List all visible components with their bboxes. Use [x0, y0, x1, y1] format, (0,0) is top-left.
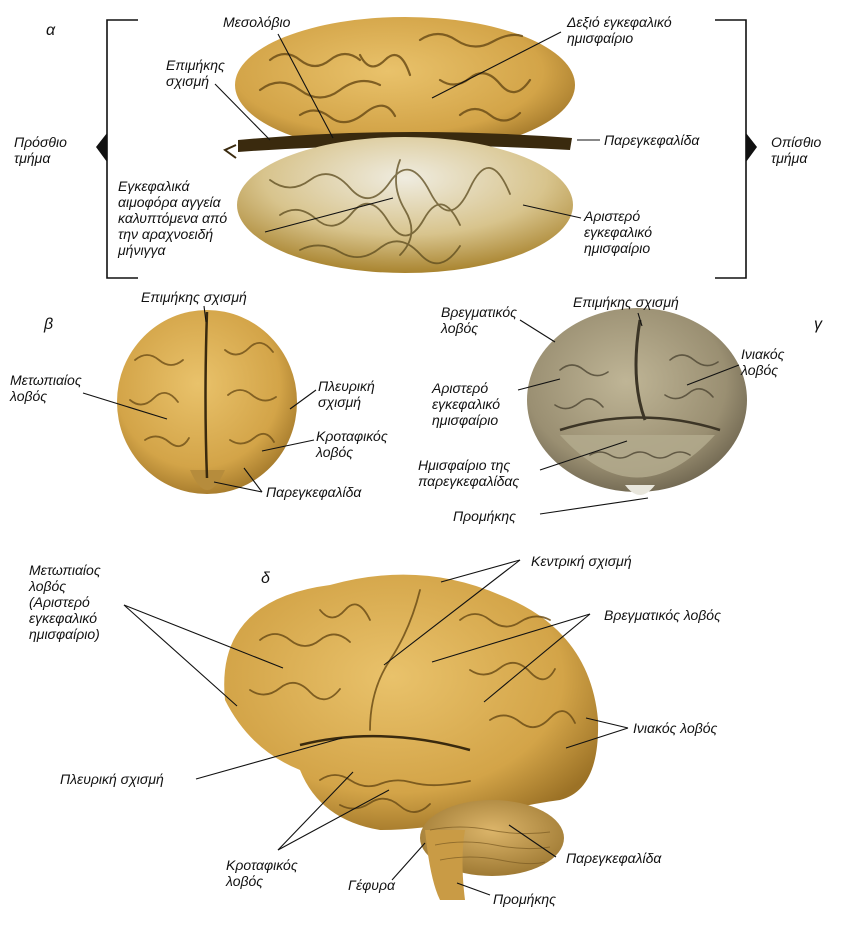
label-frontal-lobe-d: Μετωπιαίος λοβός (Αριστερό εγκεφαλικό ημ…	[29, 562, 101, 642]
label-vessels-line-4: την αραχνοειδή	[118, 226, 214, 242]
label-occipital-lobe-c: Ινιακός λοβός	[741, 346, 784, 378]
label-occipital-lobe-c-line-2: λοβός	[741, 362, 779, 378]
label-lateral-fissure-b: Πλευρική σχισμή	[318, 378, 375, 410]
label-mesolobio: Μεσολόβιο	[223, 14, 291, 30]
leader-lines	[82, 31, 740, 896]
panel-b-brain	[117, 310, 297, 494]
label-cerebellar-hemisphere-c-line-1: Ημισφαίριο της	[418, 457, 511, 473]
label-longitudinal-fissure-a-line-2: σχισμή	[166, 73, 210, 89]
panel-a-brain	[223, 17, 575, 273]
label-frontal-lobe-d-line-3: (Αριστερό	[29, 594, 90, 610]
label-left-hemisphere-a-line-1: Αριστερό	[584, 208, 641, 224]
anterior-pointer	[96, 133, 107, 162]
label-frontal-lobe-d-line-1: Μετωπιαίος	[29, 562, 101, 578]
label-left-hemisphere-c-line-1: Αριστερό	[432, 380, 489, 396]
label-frontal-lobe-d-line-4: εγκεφαλικό	[29, 610, 98, 626]
label-anterior-line-1: Πρόσθιο	[14, 134, 67, 150]
label-temporal-lobe-b-line-2: λοβός	[316, 444, 354, 460]
label-occipital-lobe-d: Ινιακός λοβός	[633, 720, 718, 736]
label-frontal-lobe-b: Μετωπιαίος λοβός	[10, 372, 82, 404]
label-cerebellar-hemisphere-c-line-2: παρεγκεφαλίδας	[418, 473, 520, 489]
label-temporal-lobe-d-line-2: λοβός	[226, 873, 264, 889]
label-parietal-lobe-c-line-1: Βρεγματικός	[441, 304, 517, 320]
label-frontal-lobe-b-line-2: λοβός	[10, 388, 48, 404]
label-right-hemisphere-line-1: Δεξιό εγκεφαλικό	[567, 14, 672, 30]
label-temporal-lobe-b-line-1: Κροταφικός	[316, 428, 388, 444]
label-posterior-line-1: Οπίσθιο	[771, 134, 822, 150]
label-occipital-lobe-c-line-1: Ινιακός	[741, 346, 785, 362]
label-vessels: Εγκεφαλικά αιμοφόρα αγγεία καλυπτόμενα α…	[118, 178, 227, 258]
label-lateral-fissure-b-line-1: Πλευρική	[318, 378, 375, 394]
panel-d-letter: δ	[261, 570, 270, 587]
label-parietal-lobe-d: Βρεγματικός λοβός	[604, 607, 721, 623]
label-left-hemisphere-c-line-2: εγκεφαλικό	[432, 396, 501, 412]
label-cerebellar-hemisphere-c: Ημισφαίριο της παρεγκεφαλίδας	[418, 457, 519, 489]
label-left-hemisphere-c: Αριστερό εγκεφαλικό ημισφαίριο	[432, 380, 500, 428]
label-longitudinal-fissure-a-line-1: Επιμήκης	[166, 57, 225, 73]
label-posterior-line-2: τμήμα	[771, 150, 808, 166]
label-left-hemisphere-a: Αριστερό εγκεφαλικό ημισφαίριο	[584, 208, 652, 256]
label-central-sulcus: Κεντρική σχισμή	[531, 553, 632, 569]
label-parietal-lobe-c-line-2: λοβός	[441, 320, 479, 336]
label-posterior: Οπίσθιο τμήμα	[771, 134, 821, 166]
label-longitudinal-fissure-a: Επιμήκης σχισμή	[166, 57, 225, 89]
label-frontal-lobe-b-line-1: Μετωπιαίος	[10, 372, 82, 388]
label-frontal-lobe-d-line-5: ημισφαίριο)	[29, 626, 100, 642]
label-anterior-line-2: τμήμα	[14, 150, 51, 166]
label-vessels-line-1: Εγκεφαλικά	[118, 178, 190, 194]
label-vessels-line-2: αιμοφόρα αγγεία	[118, 194, 221, 210]
label-left-hemisphere-a-line-2: εγκεφαλικό	[584, 224, 653, 240]
panel-d-brain	[224, 574, 599, 900]
label-lateral-fissure-d: Πλευρική σχισμή	[60, 771, 164, 787]
label-temporal-lobe-d: Κροταφικός λοβός	[226, 857, 298, 889]
label-frontal-lobe-d-line-2: λοβός	[29, 578, 67, 594]
label-temporal-lobe-d-line-1: Κροταφικός	[226, 857, 298, 873]
label-medulla-c: Προμήκης	[453, 508, 516, 524]
label-vessels-line-3: καλυπτόμενα από	[118, 210, 228, 226]
panel-c-letter: γ	[814, 316, 822, 333]
label-right-hemisphere: Δεξιό εγκεφαλικό ημισφαίριο	[567, 14, 672, 46]
posterior-pointer	[746, 133, 757, 162]
label-medulla-d: Προμήκης	[493, 891, 556, 907]
label-longitudinal-fissure-c: Επιμήκης σχισμή	[573, 294, 679, 310]
label-cerebellum-d: Παρεγκεφαλίδα	[566, 850, 662, 866]
label-longitudinal-fissure-b: Επιμήκης σχισμή	[141, 289, 247, 305]
panel-a-letter: α	[46, 22, 56, 39]
label-vessels-line-5: μήνιγγα	[118, 242, 166, 258]
panel-c-brain	[527, 308, 747, 495]
label-lateral-fissure-b-line-2: σχισμή	[318, 394, 362, 410]
label-pons: Γέφυρα	[348, 877, 395, 893]
label-temporal-lobe-b: Κροταφικός λοβός	[316, 428, 388, 460]
label-cerebellum-b: Παρεγκεφαλίδα	[266, 484, 362, 500]
label-cerebellum-a: Παρεγκεφαλίδα	[604, 132, 700, 148]
label-left-hemisphere-c-line-3: ημισφαίριο	[432, 412, 499, 428]
panel-b-letter: β	[44, 316, 54, 333]
label-anterior: Πρόσθιο τμήμα	[14, 134, 67, 166]
label-parietal-lobe-c: Βρεγματικός λοβός	[441, 304, 517, 336]
label-left-hemisphere-a-line-3: ημισφαίριο	[584, 240, 651, 256]
label-right-hemisphere-line-2: ημισφαίριο	[567, 30, 634, 46]
